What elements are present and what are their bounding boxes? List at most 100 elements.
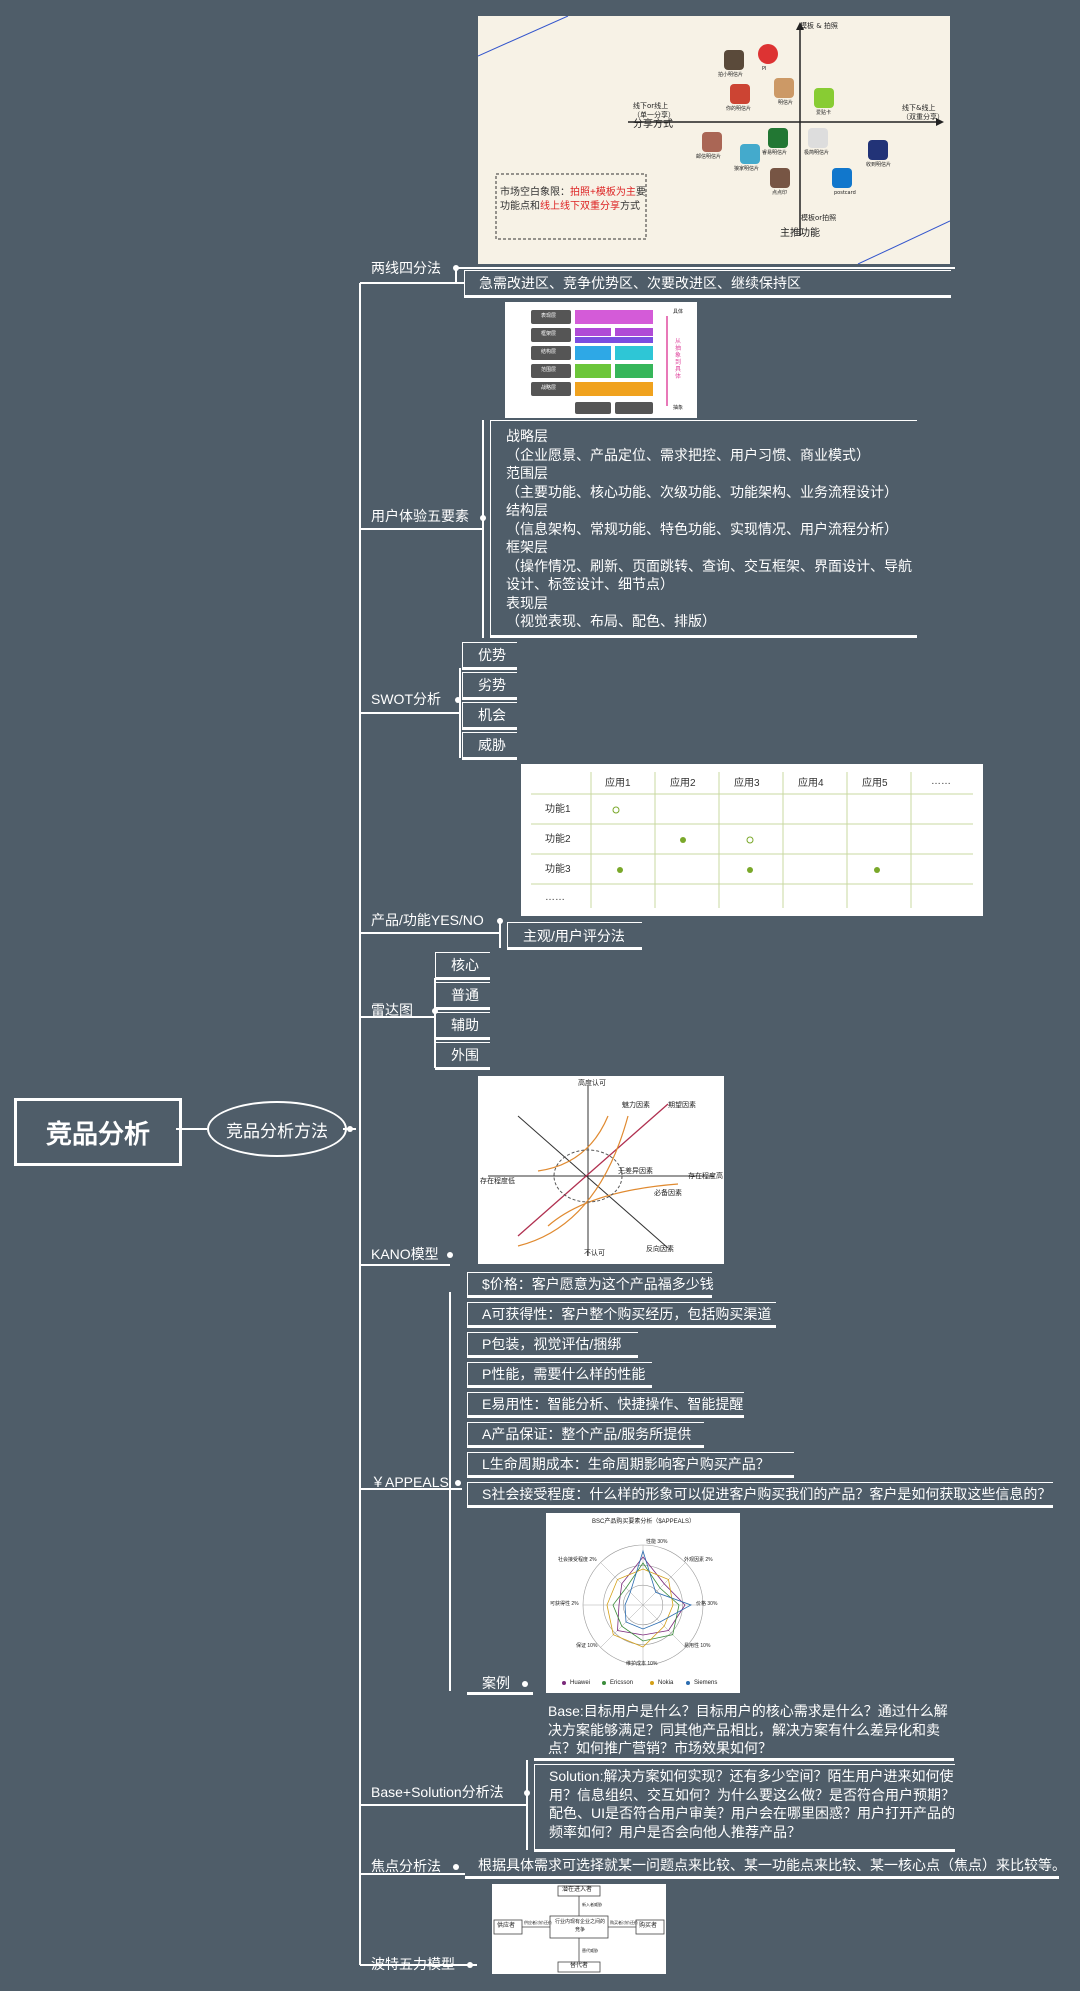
radar-item[interactable]: 核心 — [435, 952, 490, 980]
appeals-axis: 社会接受程度 2% — [558, 1557, 597, 1563]
branch-label-porter[interactable]: 波特五力模型 — [371, 1956, 455, 1972]
quad-right-lower: （双重分享） — [902, 113, 944, 121]
branch-label-base[interactable]: Base+Solution分析法 — [371, 1784, 504, 1800]
swot-item[interactable]: 机会 — [462, 702, 517, 730]
focus-box[interactable]: 根据具体需求可选择就某一问题点来比较、某一功能点来比较、某一核心点（焦点）来比较… — [465, 1854, 1066, 1879]
branch-label-kano[interactable]: KANO模型 — [371, 1246, 439, 1262]
appeals-item[interactable]: E易用性：智能分析、快捷操作、智能提醒 — [467, 1392, 744, 1418]
branch-dot — [447, 1252, 453, 1258]
radar-item[interactable]: 辅助 — [435, 1012, 490, 1040]
quad-note-highlight: 线上线下双重分享 — [540, 201, 620, 212]
appeals-item[interactable]: P包装，视觉评估/捆绑 — [467, 1332, 638, 1358]
ux-line: （信息架构、常规功能、特色功能、实现情况、用户流程分析） — [506, 520, 898, 537]
radar-legend-marker — [650, 1681, 654, 1685]
appeals-item-label: S社会接受程度：什么样的形象可以促进客户购买我们的产品？客户是如何获取这些信息的… — [482, 1486, 1052, 1502]
ux-img-side: 从抽象到具体 — [675, 338, 682, 380]
ux-img-layer: 表现层 — [541, 313, 557, 319]
kano-label: 反向因素 — [646, 1246, 674, 1253]
focus-desc: 根据具体需求可选择就某一问题点来比较、某一功能点来比较、某一核心点（焦点）来比较… — [478, 1857, 1066, 1873]
ux-detail-box[interactable]: 战略层 （企业愿景、产品定位、需求把控、用户习惯、商业模式） 范围层 （主要功能… — [490, 420, 917, 638]
swot-item[interactable]: 劣势 — [462, 672, 517, 700]
appeals-axis: 外观因素 2% — [684, 1557, 713, 1563]
radar-series-shape — [606, 1568, 674, 1648]
appeals-radar-title: BSC产品购买要素分析（$APPEALS） — [592, 1519, 696, 1525]
main-node[interactable]: 竞品分析方法 — [207, 1101, 347, 1157]
branch-dot — [453, 265, 459, 271]
base-box[interactable]: Base:目标用户是什么？目标用户的核心需求是什么？通过什么解 决方案能够满足？… — [534, 1700, 954, 1761]
quad-app-label: 明信片 — [778, 100, 794, 106]
quad-note-part: 要功能点 — [500, 187, 646, 212]
swot-item[interactable]: 威胁 — [462, 732, 517, 760]
quad-axis-top: 模板 & 拍照 — [800, 22, 838, 30]
quad-left-lower: （单一分享） — [633, 111, 675, 119]
appeals-item[interactable]: P性能，需要什么样的性能 — [467, 1362, 652, 1388]
kano-label: 存在程度低 — [480, 1178, 515, 1185]
appeals-axis: 价格 30% — [696, 1601, 718, 1607]
quad-app-label: 收到明信片 — [866, 162, 892, 168]
ux-line: （操作情况、刷新、页面跳转、查询、交互框架、界面设计、导航 — [506, 557, 912, 574]
yesno-sub-box[interactable]: 主观/用户评分法 — [507, 922, 642, 950]
swot-item-label: 威胁 — [478, 737, 506, 753]
base-text: Base:目标用户是什么？目标用户的核心需求是什么？通过什么解 决方案能够满足？… — [548, 1702, 948, 1758]
yesno-col: 应用5 — [862, 778, 888, 789]
appeals-legend: Nokia — [658, 1680, 674, 1686]
branch-label-swot[interactable]: SWOT分析 — [371, 691, 441, 707]
branch-dot — [455, 697, 461, 703]
base-line: 决方案能够满足？同其他产品相比，解决方案有什么差异化和卖 — [548, 1721, 940, 1738]
porter-label: 替代威胁 — [582, 1948, 598, 1953]
ux-img-layer: 战略层 — [541, 385, 557, 391]
ux-line: 结构层 — [506, 502, 548, 518]
branch-label-yesno[interactable]: 产品/功能YES/NO — [371, 912, 484, 928]
liangxian-desc-box[interactable]: 急需改进区、竞争优势区、次要改进区、继续保持区 — [464, 270, 951, 298]
appeals-item[interactable]: $价格：客户愿意为这个产品福多少钱 — [467, 1272, 714, 1298]
solution-line: 用？信息组织、交互如何？为什么要这么做？是否符合用户预期？ — [549, 1786, 955, 1803]
branch-dot — [467, 1962, 473, 1968]
porter-center: 行业内现有企业之间的竞争 — [554, 1919, 605, 1933]
porter-label: 潜在进入者 — [562, 1887, 593, 1893]
ux-line: 表现层 — [506, 594, 548, 611]
solution-box[interactable]: Solution:解决方案如何实现？还有多少空间？陌生用户进来如何使 用？信息组… — [534, 1764, 955, 1852]
quad-note-part: 市场空白象限： — [500, 187, 570, 198]
appeals-item-label: A产品保证：整个产品/服务所提供 — [482, 1426, 692, 1442]
radar-legend-marker — [602, 1681, 606, 1685]
kano-image: 高度认可 不认可 存在程度低 存在程度高 魅力因素 期望因素 无差异因素 必备因… — [478, 1076, 724, 1264]
appeals-axis: 易用性 10% — [684, 1643, 711, 1649]
appeals-item[interactable]: A产品保证：整个产品/服务所提供 — [467, 1422, 704, 1448]
quad-app-label: 极简明信片 — [804, 150, 830, 156]
radar-item[interactable]: 普通 — [435, 982, 490, 1010]
solution-line: 配色、UI是否符合用户审美？用户会在哪里困惑？用户打开产品的 — [549, 1805, 955, 1821]
appeals-item-label: P包装，视觉评估/捆绑 — [482, 1336, 622, 1352]
quadrant-image: 模板 & 拍照 模板or拍照 线下or线上 （单一分享） 分享方式 线下&线上 … — [478, 16, 950, 264]
kano-label: 魅力因素 — [622, 1102, 650, 1109]
swot-item[interactable]: 优势 — [462, 642, 517, 670]
kano-label: 必备因素 — [654, 1190, 682, 1197]
radar-legend-marker — [562, 1681, 566, 1685]
branch-label-focus[interactable]: 焦点分析法 — [371, 1858, 441, 1874]
yesno-table-image: 应用1 应用2 应用3 应用4 应用5 …… 功能1 功能2 功能3 …… — [521, 764, 983, 916]
appeals-item[interactable]: L生命周期成本：生命周期影响客户购买产品？ — [467, 1452, 794, 1478]
branch-label-radar[interactable]: 雷达图 — [371, 1002, 413, 1018]
ux-line: 框架层 — [506, 539, 548, 555]
quad-note-highlight: 拍照+模板为主 — [570, 187, 636, 198]
quad-axis-bottom: 模板or拍照 — [801, 214, 837, 222]
radar-series-shape — [612, 1562, 680, 1642]
appeals-case-label[interactable]: 案例 — [482, 1675, 510, 1691]
radar-item-label: 普通 — [451, 987, 479, 1003]
root-node[interactable]: 竞品分析 — [14, 1098, 182, 1166]
branch-dot — [497, 918, 503, 924]
root-label: 竞品分析 — [45, 1118, 150, 1149]
branch-label-ux5[interactable]: 用户体验五要素 — [371, 508, 469, 524]
yesno-row: …… — [545, 892, 565, 903]
appeals-item-label: E易用性：智能分析、快捷操作、智能提醒 — [482, 1396, 744, 1412]
appeals-item[interactable]: A可获得性：客户整个购买经历，包括购买渠道 — [467, 1302, 776, 1328]
branch-label-appeals[interactable]: ￥APPEALS — [371, 1474, 449, 1490]
appeals-item[interactable]: S社会接受程度：什么样的形象可以促进客户购买我们的产品？客户是如何获取这些信息的… — [467, 1482, 1053, 1508]
case-underline — [467, 1692, 533, 1695]
radar-item[interactable]: 外围 — [435, 1042, 490, 1070]
kano-label: 存在程度高 — [688, 1173, 723, 1180]
appeals-legend: Ericsson — [610, 1680, 634, 1686]
ux-line: （视觉表现、布局、配色、排版） — [506, 613, 716, 629]
ux-line: 战略层 — [506, 428, 548, 444]
branch-label-liangxian[interactable]: 两线四分法 — [371, 260, 441, 276]
porter-label: 新入者威胁 — [582, 1902, 602, 1907]
